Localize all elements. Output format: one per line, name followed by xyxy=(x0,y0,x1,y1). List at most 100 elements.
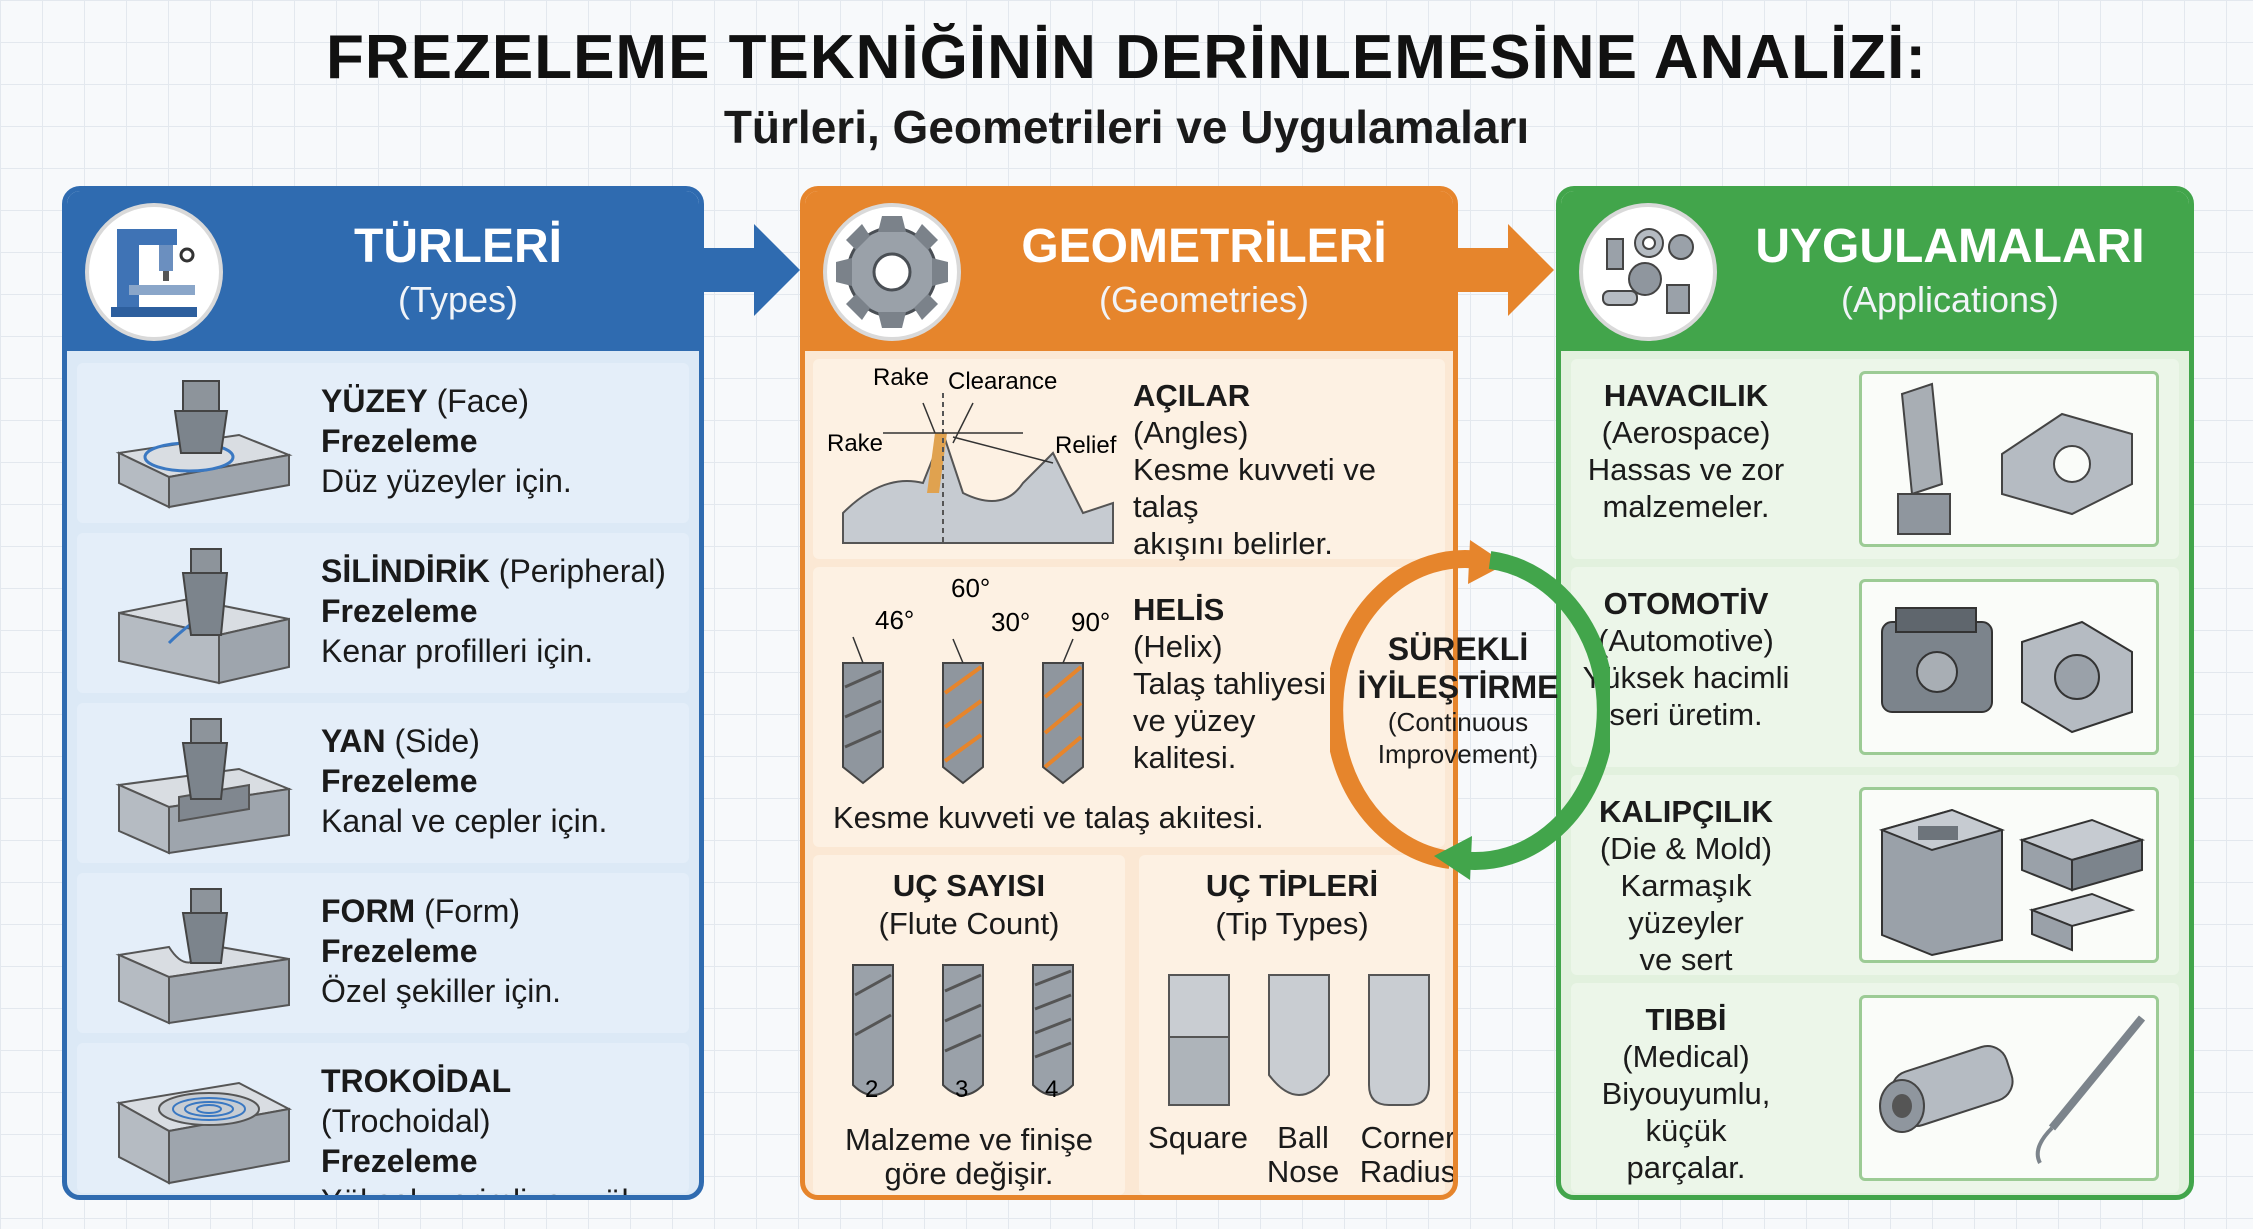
relief-label: Relief xyxy=(1055,432,1117,459)
automotive-row: OTOMOTİV (Automotive) Yüksek hacimli ser… xyxy=(1571,567,2179,767)
face-desc: Düz yüzeyler için. xyxy=(321,463,572,499)
side-milling-row: YAN (Side) Frezeleme Kanal ve cepler içi… xyxy=(77,703,689,863)
automotive-en: (Automotive) xyxy=(1598,623,1774,658)
automotive-d1: Yüksek hacimli xyxy=(1582,660,1790,695)
flute-desc1: Malzeme ve finişe xyxy=(844,1122,1094,1157)
continuous-improvement-cycle xyxy=(1330,540,1610,880)
rake-top-label: Rake xyxy=(873,364,929,391)
peripheral-milling-row: SİLİNDİRİK (Peripheral) Frezeleme Kenar … xyxy=(77,533,689,693)
medical-row: TIBBİ (Medical) Biyouyumlu, küçük parçal… xyxy=(1571,983,2179,1193)
angles-desc1: Kesme kuvveti ve talaş xyxy=(1133,452,1376,524)
face-en: (Face) xyxy=(436,383,530,419)
tip-types-diagram xyxy=(1168,974,1430,1106)
trochoidal-word: Frezeleme xyxy=(321,1143,478,1179)
helix-title: HELİS xyxy=(1133,592,1225,627)
aerospace-parts-image xyxy=(1859,371,2159,547)
aerospace-en: (Aerospace) xyxy=(1601,415,1771,450)
cutter-gear-icon xyxy=(823,203,961,341)
tip-corner-label: Corner xyxy=(1360,1120,1456,1155)
side-desc: Kanal ve cepler için. xyxy=(321,803,608,839)
cycle-label: SÜREKLİ İYİLEŞTİRME (Continuous Improvem… xyxy=(1338,630,1578,770)
applications-panel: UYGULAMALARI (Applications) HAVACILIK (A… xyxy=(1556,186,2194,1200)
automotive-parts-image xyxy=(1859,579,2159,755)
tip-types-section: UÇ TİPLERİ (Tip Types) Square Ball Nose … xyxy=(1139,855,1453,1195)
helix-desc3: kalitesi. xyxy=(1133,740,1237,775)
trochoidal-milling-illustration xyxy=(116,1081,293,1185)
applications-header: UYGULAMALARI (Applications) xyxy=(1561,191,2189,351)
cutting-angles-diagram: Rake Clearance Rake Relief xyxy=(827,364,1117,544)
form-word: Frezeleme xyxy=(321,933,478,969)
trochoidal-name: TROKOİDAL xyxy=(321,1063,512,1099)
cycle-line2: İYİLEŞTİRME xyxy=(1357,669,1559,705)
tips-title: UÇ TİPLERİ xyxy=(1205,868,1379,903)
flute-4-label: 4 xyxy=(1045,1076,1058,1103)
helix-en: (Helix) xyxy=(1133,629,1223,664)
flute-cutters-diagram: 2 3 4 xyxy=(852,964,1074,1103)
die-mold-parts-image xyxy=(1859,787,2159,963)
automotive-d2: seri üretim. xyxy=(1609,697,1763,732)
flute-2-label: 2 xyxy=(865,1076,878,1103)
side-en: (Side) xyxy=(394,723,480,759)
types-panel: TÜRLERİ (Types) YÜZEY (Face) Frezeleme D… xyxy=(62,186,704,1200)
types-subtitle: (Types) xyxy=(397,279,519,320)
flute-count-section: UÇ SAYISI (Flute Count) 2 3 4 Malzeme ve… xyxy=(813,855,1125,1195)
cycle-line1: SÜREKLİ xyxy=(1387,631,1529,667)
aerospace-d1: Hassas ve zor xyxy=(1587,452,1785,487)
aerospace-row: HAVACILIK (Aerospace) Hassas ve zor malz… xyxy=(1571,359,2179,559)
flute-3-label: 3 xyxy=(955,1076,968,1103)
die-mold-row: KALIPÇILIK (Die & Mold) Karmaşık yüzeyle… xyxy=(1571,775,2179,1014)
cycle-line3: (Continuous xyxy=(1387,707,1529,737)
arrow-right-icon xyxy=(704,224,800,316)
automotive-name: OTOMOTİV xyxy=(1603,586,1769,621)
machine-parts-icon xyxy=(1579,203,1717,341)
milling-machine-icon xyxy=(85,203,223,341)
medical-d1: Biyouyumlu, xyxy=(1601,1076,1771,1111)
side-milling-illustration xyxy=(115,718,293,855)
medical-d3: parçalar. xyxy=(1626,1150,1746,1185)
cycle-line4: Improvement) xyxy=(1377,739,1539,769)
form-en: (Form) xyxy=(424,893,521,929)
arrow-right-icon xyxy=(1458,224,1554,316)
medical-d2: küçük xyxy=(1645,1113,1727,1148)
tip-radius-label: Radius xyxy=(1359,1154,1457,1189)
helix-caption: Kesme kuvveti ve talaş akıitesi. xyxy=(833,800,1264,835)
applications-title: UYGULAMALARI xyxy=(1755,220,2145,273)
side-name: YAN xyxy=(321,723,386,759)
peripheral-name: SİLİNDİRİK xyxy=(321,553,490,589)
helix-90-label: 90° xyxy=(1071,607,1110,637)
flute-title: UÇ SAYISI xyxy=(892,868,1046,903)
side-word: Frezeleme xyxy=(321,763,478,799)
form-desc: Özel şekiller için. xyxy=(321,973,562,1009)
aerospace-name: HAVACILIK xyxy=(1603,378,1769,413)
helix-desc1: Talaş tahliyesi xyxy=(1133,666,1326,701)
die-mold-d1: Karmaşık yüzeyler xyxy=(1620,868,1752,940)
trochoidal-en: (Trochoidal) xyxy=(321,1103,491,1139)
peripheral-desc: Kenar profilleri için. xyxy=(321,633,594,669)
helix-60-label: 60° xyxy=(951,573,990,603)
helix-section: 60° 46° 30° 90° HELİS (Helix) T xyxy=(813,567,1445,847)
page-subtitle: Türleri, Geometrileri ve Uygulamaları xyxy=(723,101,1530,153)
trochoidal-desc: Yüksek verimli, az yük. xyxy=(321,1181,689,1195)
cycle-arrow-icon xyxy=(1468,540,1506,584)
face-milling-row: YÜZEY (Face) Frezeleme Düz yüzeyler için… xyxy=(77,363,689,523)
form-milling-illustration xyxy=(115,888,290,1025)
form-name: FORM xyxy=(321,893,416,929)
angles-desc2: akışını belirler. xyxy=(1133,526,1333,561)
helix-46-label: 46° xyxy=(875,605,914,635)
trochoidal-milling-row: TROKOİDAL (Trochoidal) Frezeleme Yüksek … xyxy=(77,1043,689,1195)
die-mold-name: KALIPÇILIK xyxy=(1599,794,1773,829)
tip-square-label: Square xyxy=(1148,1120,1248,1155)
page-title: FREZELEME TEKNİĞİNİN DERİNLEMESİNE ANALİ… xyxy=(325,23,1928,92)
face-name: YÜZEY xyxy=(321,383,428,419)
tip-nose-label: Nose xyxy=(1266,1154,1340,1189)
applications-subtitle: (Applications) xyxy=(1840,279,2060,320)
die-mold-en: (Die & Mold) xyxy=(1599,831,1773,866)
geometries-title: GEOMETRİLERİ xyxy=(1021,220,1387,273)
face-milling-illustration xyxy=(115,380,293,509)
clearance-label: Clearance xyxy=(948,368,1057,395)
helix-cutters-diagram: 60° 46° 30° 90° xyxy=(842,573,1110,785)
cycle-arrow-icon xyxy=(1434,836,1472,880)
tips-en: (Tip Types) xyxy=(1215,906,1369,941)
medical-name: TIBBİ xyxy=(1645,1002,1727,1037)
tip-ball-label: Ball xyxy=(1277,1120,1329,1155)
